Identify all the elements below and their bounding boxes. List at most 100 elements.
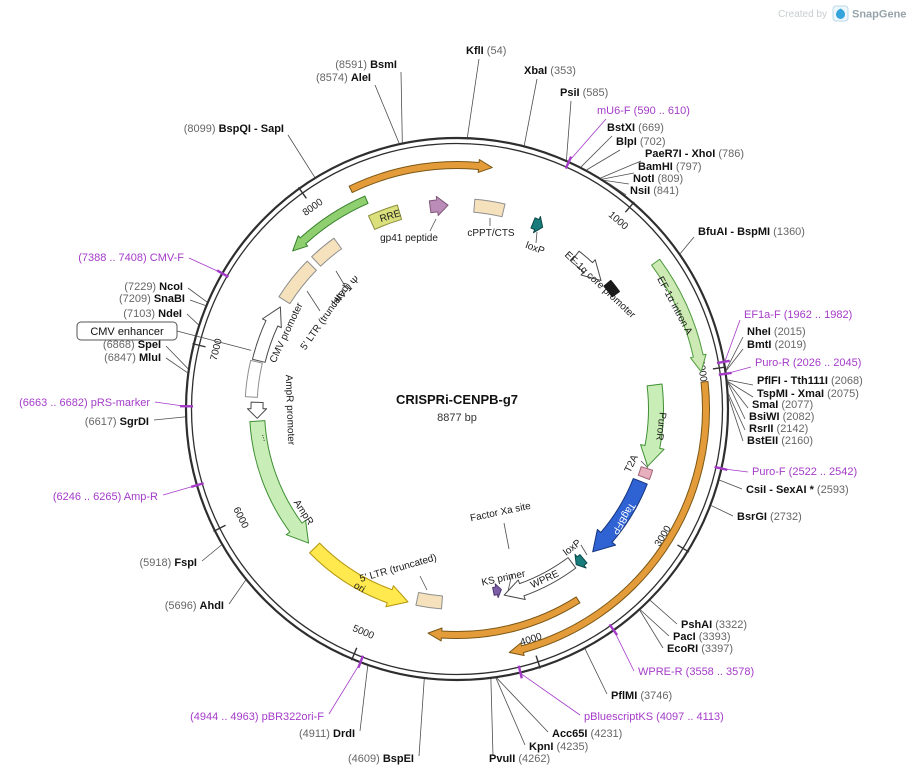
leader-NdeI [186, 313, 199, 325]
site-label-pRS-marker: (6663 .. 6682) pRS-marker [19, 397, 150, 409]
leader-CMV-F [188, 257, 222, 274]
leader-Amp-R [162, 485, 197, 496]
gp41-line [429, 218, 437, 232]
leader-pBR322ori-F [328, 662, 361, 715]
ltr-bottom-line [419, 575, 428, 591]
site-label-NheI: NheI (2015) [747, 326, 806, 338]
feature-label-17: ... [260, 432, 272, 442]
site-label-BspQI - SapI: (8099) BspQI - SapI [184, 123, 284, 135]
feature-puror [640, 383, 665, 467]
leader-mU6-F [568, 118, 607, 162]
feature-ltr-top [278, 260, 317, 305]
site-label-BmtI: BmtI (2019) [747, 339, 806, 351]
leader-pBluescriptKS [520, 673, 581, 716]
plasmid-backbone-inner-ring [190, 142, 724, 676]
leader-XbaI [523, 78, 538, 146]
leader-NheI [725, 336, 744, 370]
site-label-pBluescriptKS: pBluescriptKS (4097 .. 4113) [584, 711, 724, 723]
site-label-FspI: (5918) FspI [140, 557, 197, 569]
leader-NcoI [187, 287, 208, 303]
feature-label-14: ori [352, 580, 367, 595]
plasmid-title: CRISPRi-CENPB-g7 [396, 392, 518, 407]
feature-cmv-promoter [251, 306, 282, 363]
leader-PacI [640, 609, 670, 637]
feature-black-box [603, 279, 620, 298]
loxp1-line [535, 231, 538, 244]
leader-PsiI [566, 100, 572, 161]
leader-KflI [466, 58, 480, 138]
feature-wpre [503, 557, 577, 601]
leader-BstEII [728, 397, 744, 442]
site-label-CsiI - SexAI *: CsiI - SexAI * (2593) [746, 484, 849, 496]
site-label-BamHI: BamHI (797) [638, 161, 702, 173]
primer-tick-CMV-F [216, 269, 230, 278]
feature-long-orf-top [348, 159, 493, 194]
feature-loxp-1 [530, 215, 544, 234]
site-label-SgrDI: (6617) SgrDI [85, 416, 149, 428]
site-label-PaeR7I - XhoI: PaeR7I - XhoI (786) [645, 148, 744, 160]
site-label-CMV-F: (7388 .. 7408) CMV-F [78, 252, 184, 264]
site-label-Acc65I: Acc65I (4231) [552, 728, 622, 740]
feature-cppt-cts [473, 198, 506, 218]
leader-BamHI [602, 172, 635, 180]
primer-tick-pBR322ori-F [357, 655, 365, 669]
leader-BfuAI - BspMI [679, 236, 695, 254]
leader-Acc65I [496, 677, 549, 733]
site-label-KflI: KflI (54) [466, 45, 506, 57]
site-label-BspEI: (4609) BspEI [348, 753, 414, 765]
leader-BspEI [418, 678, 425, 757]
site-label-PvuII: PvuII (4262) [489, 753, 550, 765]
site-label-WPRE-R: WPRE-R (3558 .. 3578) [638, 666, 754, 678]
site-label-PshAI: PshAI (3322) [681, 619, 747, 631]
cmv-enhancer-label: CMV enhancer [90, 326, 164, 338]
feature-tagbfp [592, 478, 648, 553]
site-label-AhdI: (5696) AhdI [165, 600, 224, 612]
leader-PaeR7I - XhoI [600, 160, 642, 179]
site-label-BsiWI: BsiWI (2082) [749, 411, 814, 423]
leader-CsiI - SexAI * [719, 479, 743, 490]
site-label-pBR322ori-F: (4944 .. 4963) pBR322ori-F [190, 711, 324, 723]
site-label-NotI: NotI (809) [633, 173, 683, 185]
feature-label-16: AmpR promoter [283, 374, 296, 446]
leader-SnaBI [189, 299, 206, 306]
leader-AleI [374, 84, 400, 144]
site-label-BsmI: (8591) BsmI [335, 59, 397, 71]
scale-tick-3000 [677, 544, 690, 553]
site-label-NcoI: (7229) NcoI [124, 281, 183, 293]
feature-ampr-promoter [246, 401, 268, 419]
feature-ef1a-core-promoter [570, 250, 602, 282]
snapgene-logo-mark [836, 8, 845, 19]
scale-label-7000: 7000 [209, 337, 225, 362]
leader-PshAI [650, 600, 678, 625]
leader-SpeI [165, 345, 189, 369]
ltr-top-line [306, 290, 321, 312]
site-label-XbaI: XbaI (353) [524, 65, 576, 77]
feature-ltr-bottom [415, 592, 443, 610]
leader-PvuII [490, 678, 494, 757]
leader-BspQI - SapI [287, 134, 316, 178]
scale-tick-4000 [535, 655, 541, 669]
site-label-NsiI: NsiI (841) [630, 185, 679, 197]
scale-tick-7000 [192, 342, 206, 348]
site-label-AleI: (8574) AleI [316, 72, 371, 84]
watermark-created-by: Created by [778, 9, 827, 20]
site-label-SnaBI: (7209) SnaBI [119, 293, 185, 305]
hiv-psi-line [335, 270, 346, 287]
leader-AhdI [228, 579, 246, 605]
primer-tick-Amp-R [190, 482, 204, 489]
scale-tick-6000 [213, 524, 226, 532]
scale-tick-2000 [712, 366, 727, 370]
site-label-BsrGI: BsrGI (2732) [737, 511, 802, 523]
plasmid-size: 8877 bp [437, 412, 477, 424]
site-label-BstXI: BstXI (669) [607, 122, 664, 134]
leader-BsmI [400, 71, 403, 143]
leader-FspI [201, 544, 222, 562]
leader-SgrDI [153, 416, 186, 421]
primer-tick-EF1a-F [716, 359, 730, 365]
leader-EF1a-F [724, 319, 741, 362]
scale-tick-8000 [297, 186, 307, 199]
site-label-SpeI: (6868) SpeI [103, 339, 161, 351]
primer-tick-Puro-R [718, 371, 732, 376]
